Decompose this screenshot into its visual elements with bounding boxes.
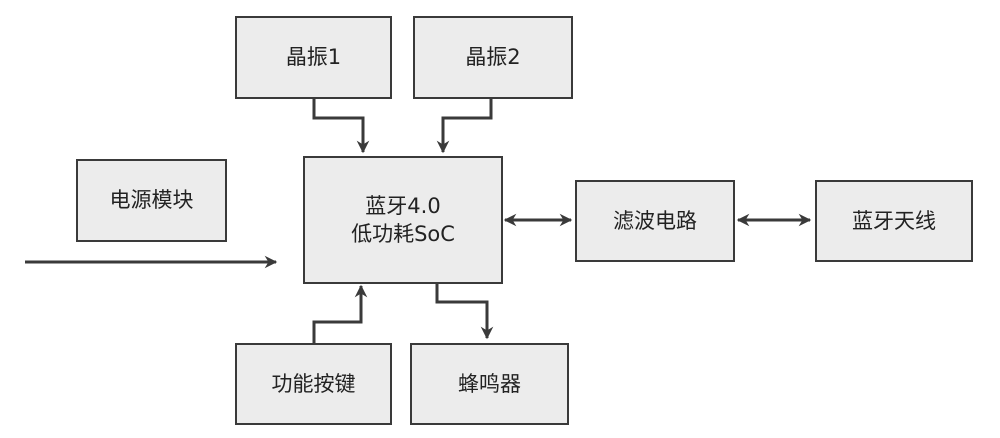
function-keys-box: 功能按键 — [235, 343, 392, 425]
soc-box: 蓝牙4.0 低功耗SoC — [303, 156, 503, 284]
bluetooth-antenna-label: 蓝牙天线 — [852, 208, 936, 233]
function-keys-label: 功能按键 — [271, 371, 356, 396]
arrow-crystal2-to-soc — [436, 97, 493, 154]
crystal2-label: 晶振2 — [465, 45, 521, 70]
filter-circuit-label: 滤波电路 — [613, 208, 697, 233]
arrow-crystal1-to-soc — [312, 97, 370, 154]
crystal1-label: 晶振1 — [285, 45, 342, 70]
power-module-label: 电源模块 — [109, 188, 194, 213]
arrow-soc-to-buzzer — [435, 284, 494, 340]
power-module-box: 电源模块 — [76, 159, 227, 242]
soc-label-line2: 低功耗SoC — [351, 222, 455, 246]
bluetooth-antenna-box: 蓝牙天线 — [815, 180, 973, 262]
crystal1-box: 晶振1 — [235, 16, 392, 99]
soc-label-line1: 蓝牙4.0 — [365, 193, 441, 218]
buzzer-box: 蜂鸣器 — [410, 343, 569, 425]
buzzer-label: 蜂鸣器 — [458, 371, 521, 396]
crystal2-box: 晶振2 — [413, 16, 573, 99]
arrow-keys-to-soc — [312, 284, 368, 343]
filter-circuit-box: 滤波电路 — [575, 180, 735, 262]
